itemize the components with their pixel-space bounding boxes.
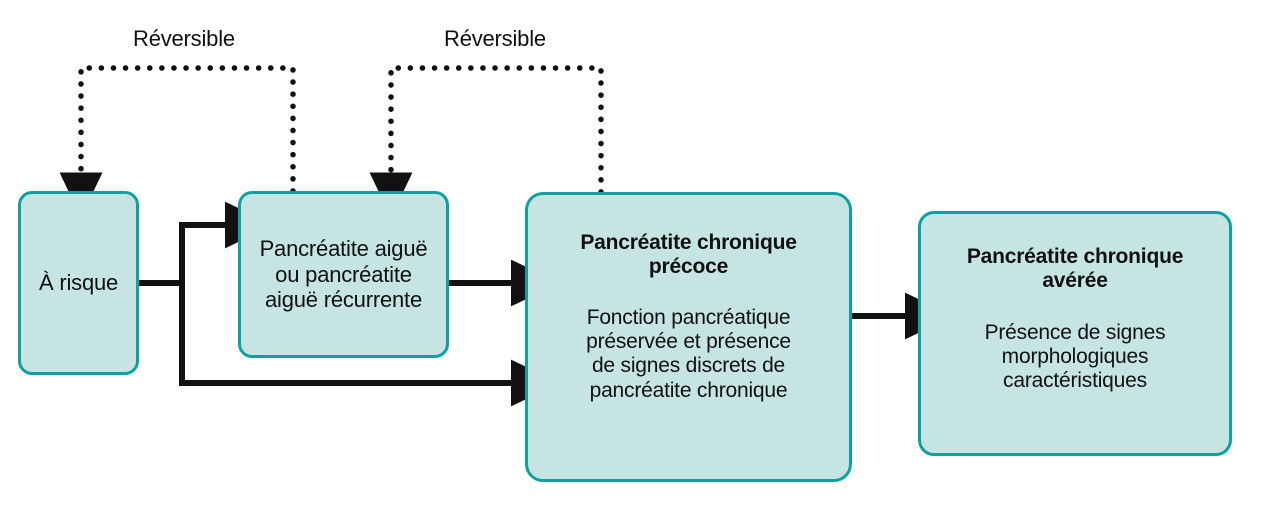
node-acute-line-2: ou pancréatite <box>275 261 412 287</box>
connector-at-risk-to-acute <box>179 201 275 283</box>
node-early-chronic-subtitle-line-4: pancréatite chronique <box>589 378 788 402</box>
node-established-chronic-subtitle: Présence de signes morphologiques caract… <box>985 321 1166 394</box>
node-acute-pancreatitis[interactable]: Pancréatite aiguë ou pancréatite aiguë r… <box>238 191 449 358</box>
node-acute-line-1: Pancréatite aiguë <box>259 235 428 261</box>
node-established-chronic-title-line-2: avérée <box>1042 269 1108 293</box>
node-early-chronic-title-line-2: précoce <box>648 255 729 279</box>
connector-reversible-acute-to-at-risk <box>59 65 296 218</box>
node-at-risk[interactable]: À risque <box>18 191 139 375</box>
connector-reversible-early-chronic-to-acute <box>369 65 604 218</box>
node-early-chronic-subtitle-line-2: préservée et présence <box>586 330 791 354</box>
node-early-chronic-title-line-1: Pancréatite chronique <box>580 231 797 254</box>
node-established-chronic-title-line-1: Pancréatite chronique <box>966 245 1184 268</box>
reversible-label-1: Réversible <box>133 26 235 51</box>
node-early-chronic-subtitle-line-3: de signes discrets de <box>591 354 786 378</box>
node-early-chronic-title: Pancréatite chronique précoce <box>580 231 797 280</box>
node-early-chronic-subtitle-line-1: Fonction pancréatique <box>586 305 791 329</box>
node-at-risk-label: À risque <box>38 270 119 296</box>
reversible-label-2: Réversible <box>444 26 546 51</box>
node-acute-line-3: aiguë récurrente <box>264 287 422 313</box>
node-established-chronic-subtitle-line-1: Présence de signes <box>984 320 1166 344</box>
node-established-chronic-title: Pancréatite chronique avérée <box>966 245 1184 294</box>
node-established-chronic-subtitle-line-3: caractéristiques <box>1003 369 1147 393</box>
node-early-chronic-pancreatitis[interactable]: Pancréatite chronique précoce Fonction p… <box>525 192 852 482</box>
node-acute-pancreatitis-label: Pancréatite aiguë ou pancréatite aiguë r… <box>260 236 428 314</box>
node-early-chronic-subtitle: Fonction pancréatique préservée et prése… <box>586 306 791 403</box>
node-established-chronic-subtitle-line-2: morphologiques <box>1001 345 1149 369</box>
node-established-chronic-pancreatitis[interactable]: Pancréatite chronique avérée Présence de… <box>918 211 1232 456</box>
